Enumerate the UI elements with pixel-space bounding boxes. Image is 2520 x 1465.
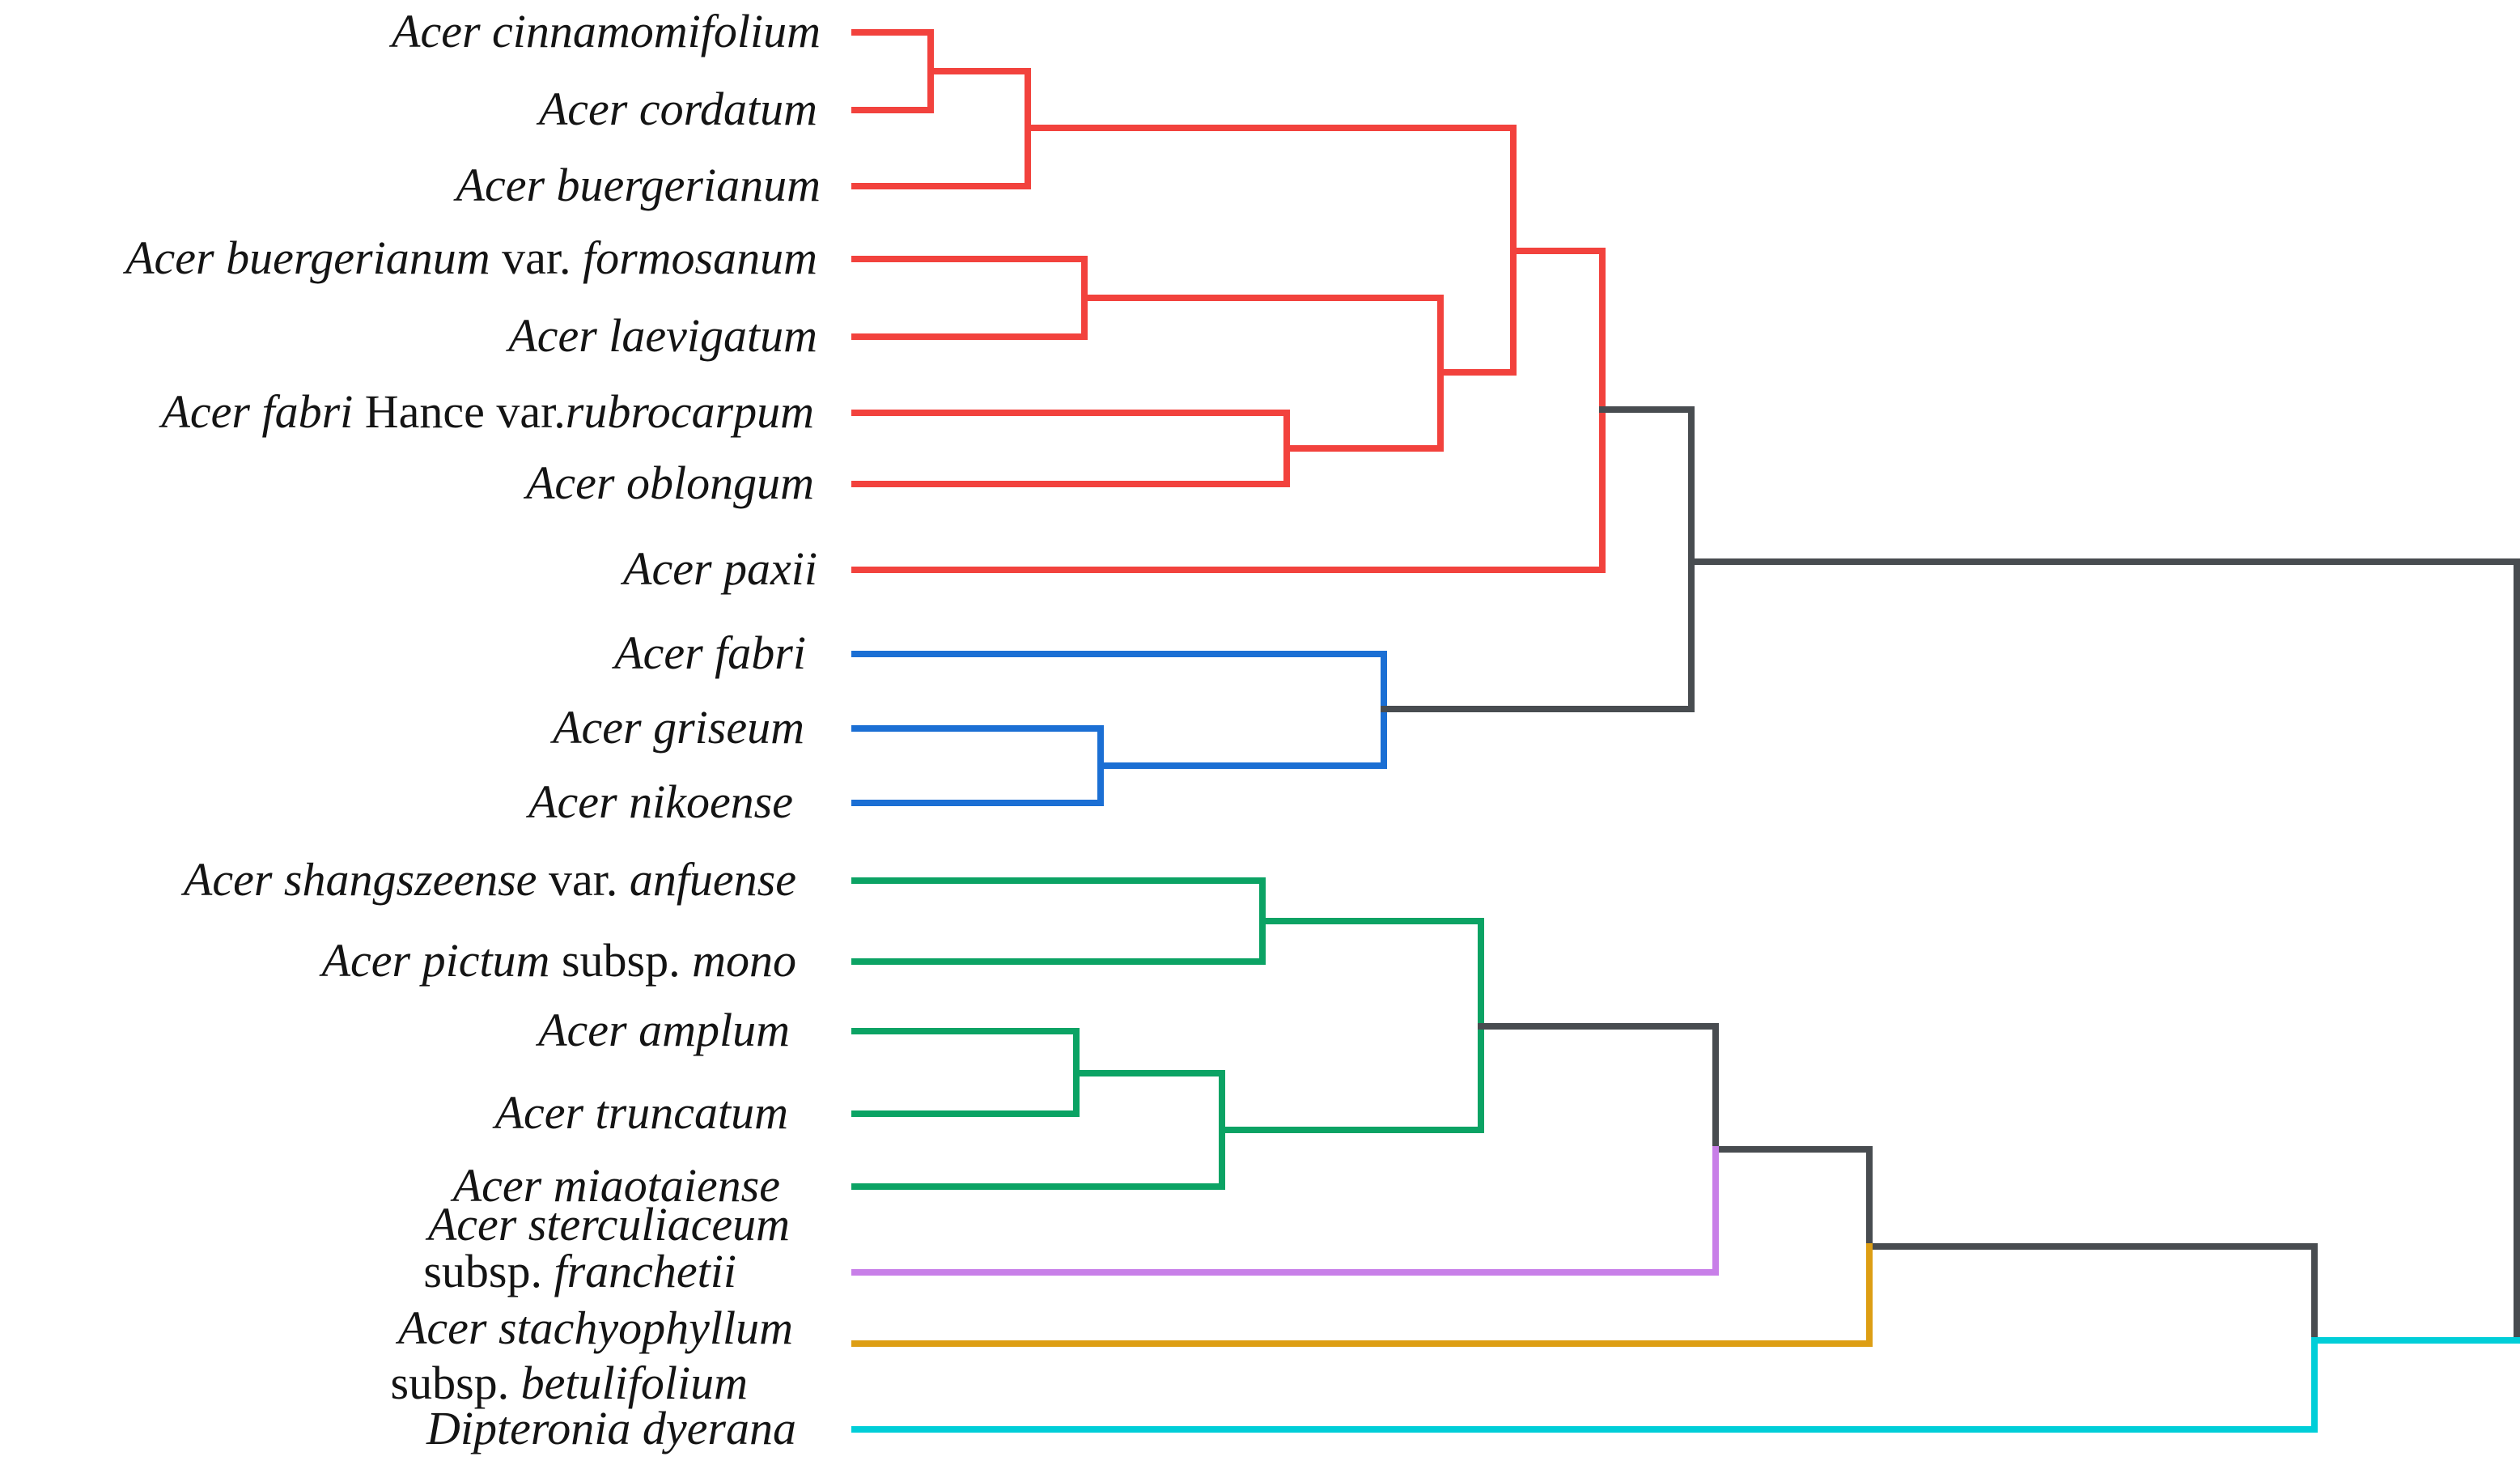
dendrogram-link [851, 800, 1104, 806]
dendrogram-link [851, 256, 1088, 262]
dendrogram-link [851, 183, 1031, 189]
dendrogram-link [2514, 558, 2520, 1344]
leaf-label-text: Acer nikoense [528, 777, 793, 829]
dendrogram-link [851, 1028, 1080, 1034]
dendrogram-link [1866, 1146, 1873, 1250]
leaf-label: Acer sterculiaceum [428, 1198, 790, 1253]
leaf-label-text: betulifolium [520, 1358, 748, 1410]
leaf-label: Acer buergerianum [456, 159, 821, 214]
leaf-label-text: rubrocarpum [565, 387, 814, 439]
leaf-label-text: subsp. [390, 1358, 521, 1410]
dendrogram-link [851, 410, 1290, 416]
leaf-label-text: Acer fabri [614, 628, 806, 680]
leaf-label-text: franchetii [554, 1246, 736, 1298]
leaf-label-text: Acer miaotaiense [452, 1161, 780, 1212]
leaf-label: Acer cinnamomifolium [392, 5, 821, 60]
leaf-label: Acer stachyophyllum [398, 1302, 793, 1357]
dendrogram-link [851, 725, 1104, 732]
leaf-label-text: Acer shangszeense [183, 855, 537, 907]
leaf-label-text: subsp. [549, 936, 693, 987]
dendrogram-link [1478, 1023, 1719, 1030]
leaf-label-text: Acer stachyophyllum [397, 1303, 793, 1355]
dendrogram-link [2311, 1337, 2318, 1433]
leaf-label-text: Hance var. [353, 387, 566, 439]
leaf-label-text: Acer pictum [321, 936, 550, 987]
dendrogram-link [1437, 369, 1517, 376]
leaf-label: Acer buergerianum var. formosanum [125, 231, 817, 287]
dendrogram-link [851, 1426, 2318, 1433]
dendrogram-link [1283, 445, 1444, 452]
dendrogram-link [851, 29, 934, 36]
leaf-label: Acer paxii [623, 542, 817, 597]
leaf-label: Acer oblongum [526, 456, 814, 512]
dendrogram-link [1712, 1146, 1873, 1153]
dendrogram-link [1073, 1070, 1225, 1076]
dendrogram-link [2311, 1337, 2520, 1344]
dendrogram-link [1712, 1023, 1719, 1153]
leaf-label-text: Acer griseum [553, 703, 804, 754]
leaf-label-text: anfuense [629, 855, 796, 907]
leaf-label: Acer amplum [538, 1004, 790, 1059]
leaf-label-text: Acer amplum [538, 1005, 790, 1057]
leaf-label: Acer laevigatum [508, 309, 817, 364]
leaf-label: Acer pictum subsp. mono [322, 934, 796, 989]
leaf-label-text: Acer sterculiaceum [427, 1200, 790, 1251]
leaf-label-text: Acer oblongum [526, 458, 814, 510]
dendrogram-link [851, 481, 1290, 487]
dendrogram-link [1259, 918, 1484, 924]
leaf-label: Acer shangszeense var. anfuense [184, 853, 796, 908]
leaf-label: subsp. franchetii [423, 1245, 736, 1300]
leaf-label: Acer miaotaiense [453, 1159, 780, 1214]
leaf-label-text: Acer paxii [623, 544, 817, 596]
dendrogram-link [1866, 1243, 2318, 1250]
leaf-label: Acer griseum [553, 701, 804, 756]
leaf-label: subsp. betulifolium [391, 1357, 749, 1412]
leaf-label-text: formosanum [582, 233, 817, 285]
leaf-label-text: var. [490, 233, 583, 285]
leaf-label: Acer nikoense [528, 775, 793, 830]
dendrogram-link [1510, 248, 1606, 254]
leaf-label-text: Acer truncatum [494, 1088, 788, 1140]
dendrogram-link [1712, 1146, 1719, 1276]
leaf-label-text: subsp. [423, 1246, 554, 1298]
dendrogram-link [1219, 1127, 1484, 1133]
leaf-label-text: var. [537, 855, 630, 907]
leaf-label-text: Acer buergerianum [456, 160, 821, 212]
dendrogram-link [851, 1110, 1080, 1117]
dendrogram-link [851, 1269, 1719, 1276]
leaf-label: Dipteronia dyerana [426, 1402, 796, 1457]
dendrogram-link [851, 651, 1387, 657]
dendrogram-link [851, 877, 1266, 884]
leaf-label-text: Dipteronia dyerana [426, 1403, 796, 1455]
leaf-label: Acer fabri [614, 626, 806, 682]
dendrogram-link [1097, 762, 1387, 769]
leaf-label-text: Acer fabri [161, 387, 354, 439]
leaf-label-text: Acer cordatum [538, 84, 817, 136]
dendrogram-link [1381, 706, 1695, 712]
leaf-label: Acer fabri Hance var.rubrocarpum [161, 385, 814, 440]
dendrogram-link [851, 958, 1266, 965]
dendrogram-link [851, 1183, 1225, 1190]
leaf-label-text: Acer laevigatum [508, 311, 817, 363]
leaf-label-text: mono [692, 936, 796, 987]
dendrogram-link [927, 68, 1031, 74]
dendrogram-link [1081, 295, 1444, 301]
leaf-label-text: Acer buergerianum [125, 233, 490, 285]
dendrogram-link [1688, 558, 2520, 565]
dendrogram-link [851, 567, 1606, 573]
dendrogram-link [2311, 1243, 2318, 1344]
dendrogram-link [851, 1340, 1873, 1347]
dendrogram-link [851, 333, 1088, 340]
dendrogram-link [1866, 1243, 1873, 1347]
dendrogram-link [851, 107, 934, 113]
leaf-label: Acer cordatum [539, 83, 817, 138]
leaf-label: Acer truncatum [495, 1086, 788, 1141]
dendrogram-link [1599, 406, 1695, 413]
leaf-label-text: Acer cinnamomifolium [392, 6, 821, 58]
dendrogram-link [1025, 125, 1517, 131]
